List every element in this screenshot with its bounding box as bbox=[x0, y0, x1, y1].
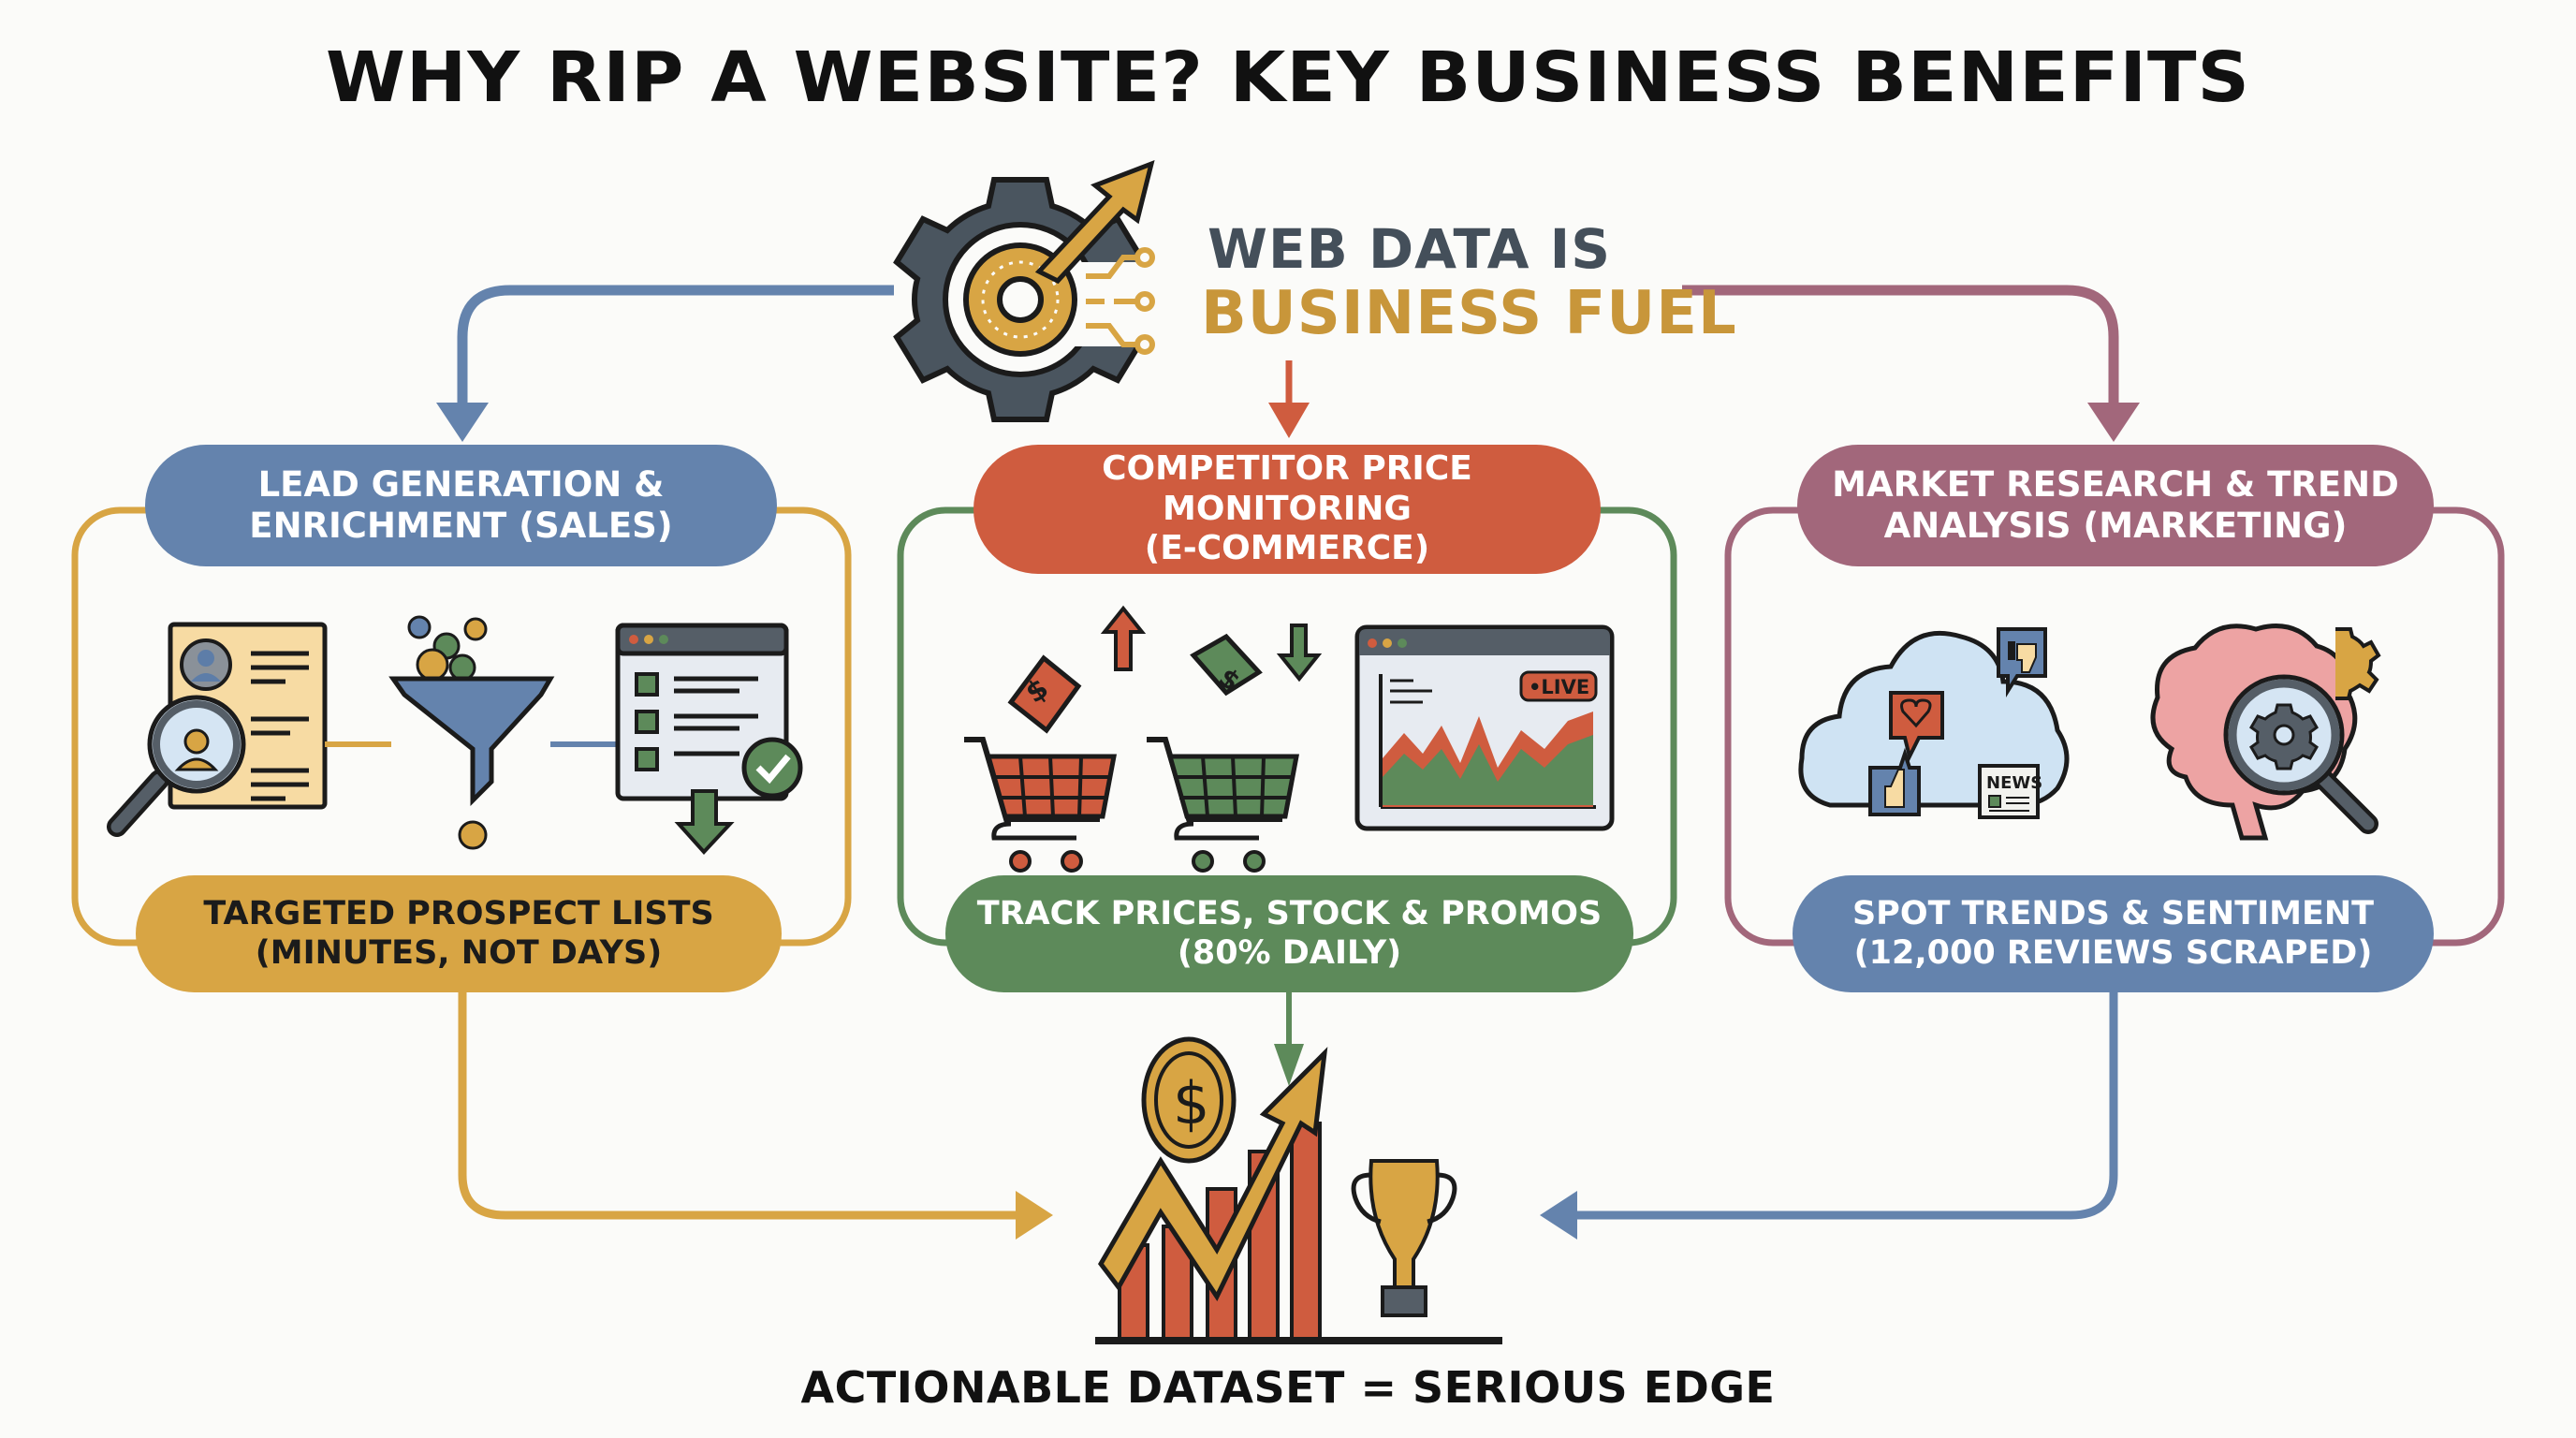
growth-coin-trophy-icon: $ bbox=[1095, 1036, 1502, 1344]
hero-line-1: WEB DATA IS bbox=[1208, 217, 1612, 281]
brain-analysis-icon bbox=[2150, 624, 2381, 841]
coin-dollar-symbol: $ bbox=[1173, 1069, 1209, 1137]
checklist-download-icon bbox=[615, 623, 803, 855]
connector-hero-to-marketing bbox=[1682, 285, 2140, 442]
funnel-icon bbox=[388, 615, 555, 850]
page-title: WHY RIP A WEBSITE? KEY BUSINESS BENEFITS bbox=[325, 37, 2251, 118]
result-ecommerce-text: TRACK PRICES, STOCK & PROMOS (80% DAILY) bbox=[976, 895, 1603, 972]
result-pill-marketing: SPOT TRENDS & SENTIMENT (12,000 REVIEWS … bbox=[1793, 875, 2434, 992]
connector-sales-to-outcome bbox=[458, 992, 1053, 1240]
heading-marketing-text: MARKET RESEARCH & TREND ANALYSIS (MARKET… bbox=[1832, 464, 2399, 546]
connector-hero-to-sales bbox=[436, 285, 894, 442]
connector-hero-to-ecommerce bbox=[1268, 360, 1310, 438]
hero-line-2: BUSINESS FUEL bbox=[1201, 279, 1737, 348]
heading-sales-text: LEAD GENERATION & ENRICHMENT (SALES) bbox=[249, 464, 673, 546]
live-chart-window-icon: •LIVE bbox=[1354, 624, 1615, 831]
heading-pill-sales: LEAD GENERATION & ENRICHMENT (SALES) bbox=[145, 445, 777, 566]
result-sales-text: TARGETED PROSPECT LISTS (MINUTES, NOT DA… bbox=[203, 895, 714, 972]
result-marketing-text: SPOT TRENDS & SENTIMENT (12,000 REVIEWS … bbox=[1852, 895, 2375, 972]
result-pill-ecommerce: TRACK PRICES, STOCK & PROMOS (80% DAILY) bbox=[945, 875, 1633, 992]
live-badge: •LIVE bbox=[1529, 676, 1589, 698]
profile-search-icon bbox=[107, 622, 328, 837]
result-pill-sales: TARGETED PROSPECT LISTS (MINUTES, NOT DA… bbox=[136, 875, 782, 992]
outcome-caption: ACTIONABLE DATASET = SERIOUS EDGE bbox=[800, 1362, 1776, 1413]
social-sentiment-cloud-icon: NEWS bbox=[1798, 627, 2070, 819]
gear-growth-arrow-icon bbox=[893, 159, 1155, 422]
heading-pill-ecommerce: COMPETITOR PRICE MONITORING (E-COMMERCE) bbox=[973, 445, 1601, 574]
cart-price-up-icon: $ bbox=[964, 605, 1147, 873]
cart-price-down-icon: $ bbox=[1147, 624, 1323, 873]
heading-pill-marketing: MARKET RESEARCH & TREND ANALYSIS (MARKET… bbox=[1797, 445, 2434, 566]
connector-ecommerce-to-outcome bbox=[1274, 992, 1304, 1086]
connector-marketing-to-outcome bbox=[1540, 992, 2118, 1240]
news-label: NEWS bbox=[1986, 773, 2042, 793]
heading-ecommerce-text: COMPETITOR PRICE MONITORING (E-COMMERCE) bbox=[1102, 449, 1472, 568]
